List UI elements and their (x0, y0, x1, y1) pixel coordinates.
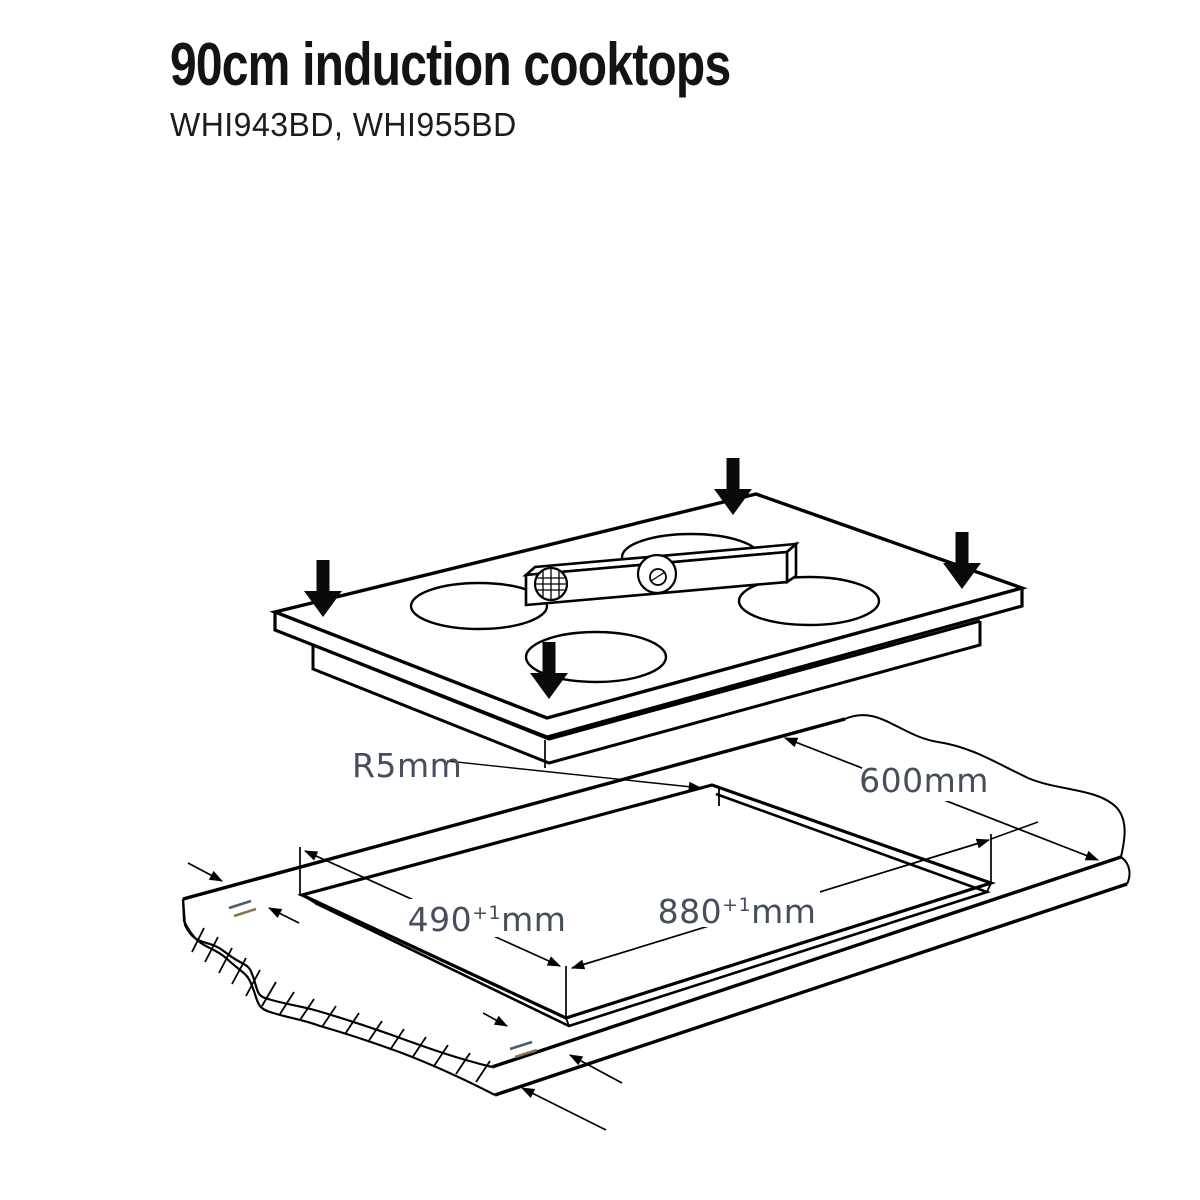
press-down-arrow (530, 642, 568, 699)
model-numbers: WHI943BD, WHI955BD (170, 106, 517, 143)
press-down-arrow (943, 532, 981, 589)
break-face-hatching (191, 927, 491, 1083)
break-tick (514, 1048, 538, 1059)
press-down-arrows (304, 458, 981, 699)
doc-header: 90cm induction cooktops WHI943BD, WHI955… (170, 30, 870, 143)
cutout-width-label: 490+1mm (408, 900, 567, 939)
label-chip (405, 899, 569, 937)
label-chip (655, 887, 820, 927)
cooking-zone (524, 630, 668, 684)
break-mark-left (187, 862, 300, 924)
cooktop-drawing (269, 458, 1028, 765)
benchtop-bottom-edge (494, 882, 1128, 1097)
dimension-line-880-overshoot (990, 821, 1039, 840)
cooking-zone (737, 575, 881, 627)
benchtop-left-break-top (181, 898, 493, 1069)
break-mark-front (482, 1012, 623, 1084)
dimension-annotations: 490+1mm 880+1mm 600mm R5mm (187, 737, 1100, 1131)
break-tick (509, 1040, 533, 1051)
label-chip (862, 761, 988, 801)
break-tick (228, 899, 252, 910)
level-dial-grid (536, 569, 566, 599)
break-tick (233, 907, 257, 918)
press-down-arrow (304, 560, 342, 617)
page-title: 90cm induction cooktops (170, 31, 731, 98)
press-down-arrow (714, 458, 752, 515)
cutout-length-label: 880+1mm (658, 892, 817, 931)
cooktop-body (311, 619, 982, 765)
extension-lines (299, 740, 992, 1018)
spirit-level (522, 541, 800, 607)
corner-radius-label: R5mm (352, 746, 462, 785)
spirit-level-end-face (785, 541, 798, 585)
benchtop-depth-label: 600mm (859, 761, 989, 800)
break-arrow-bottom (521, 1087, 607, 1131)
benchtop-back-edge (182, 717, 846, 901)
level-vial-mark (650, 571, 666, 582)
cooktop-glass-top (269, 492, 1028, 720)
radius-leader-line (446, 760, 703, 792)
cooking-zone (409, 581, 549, 631)
